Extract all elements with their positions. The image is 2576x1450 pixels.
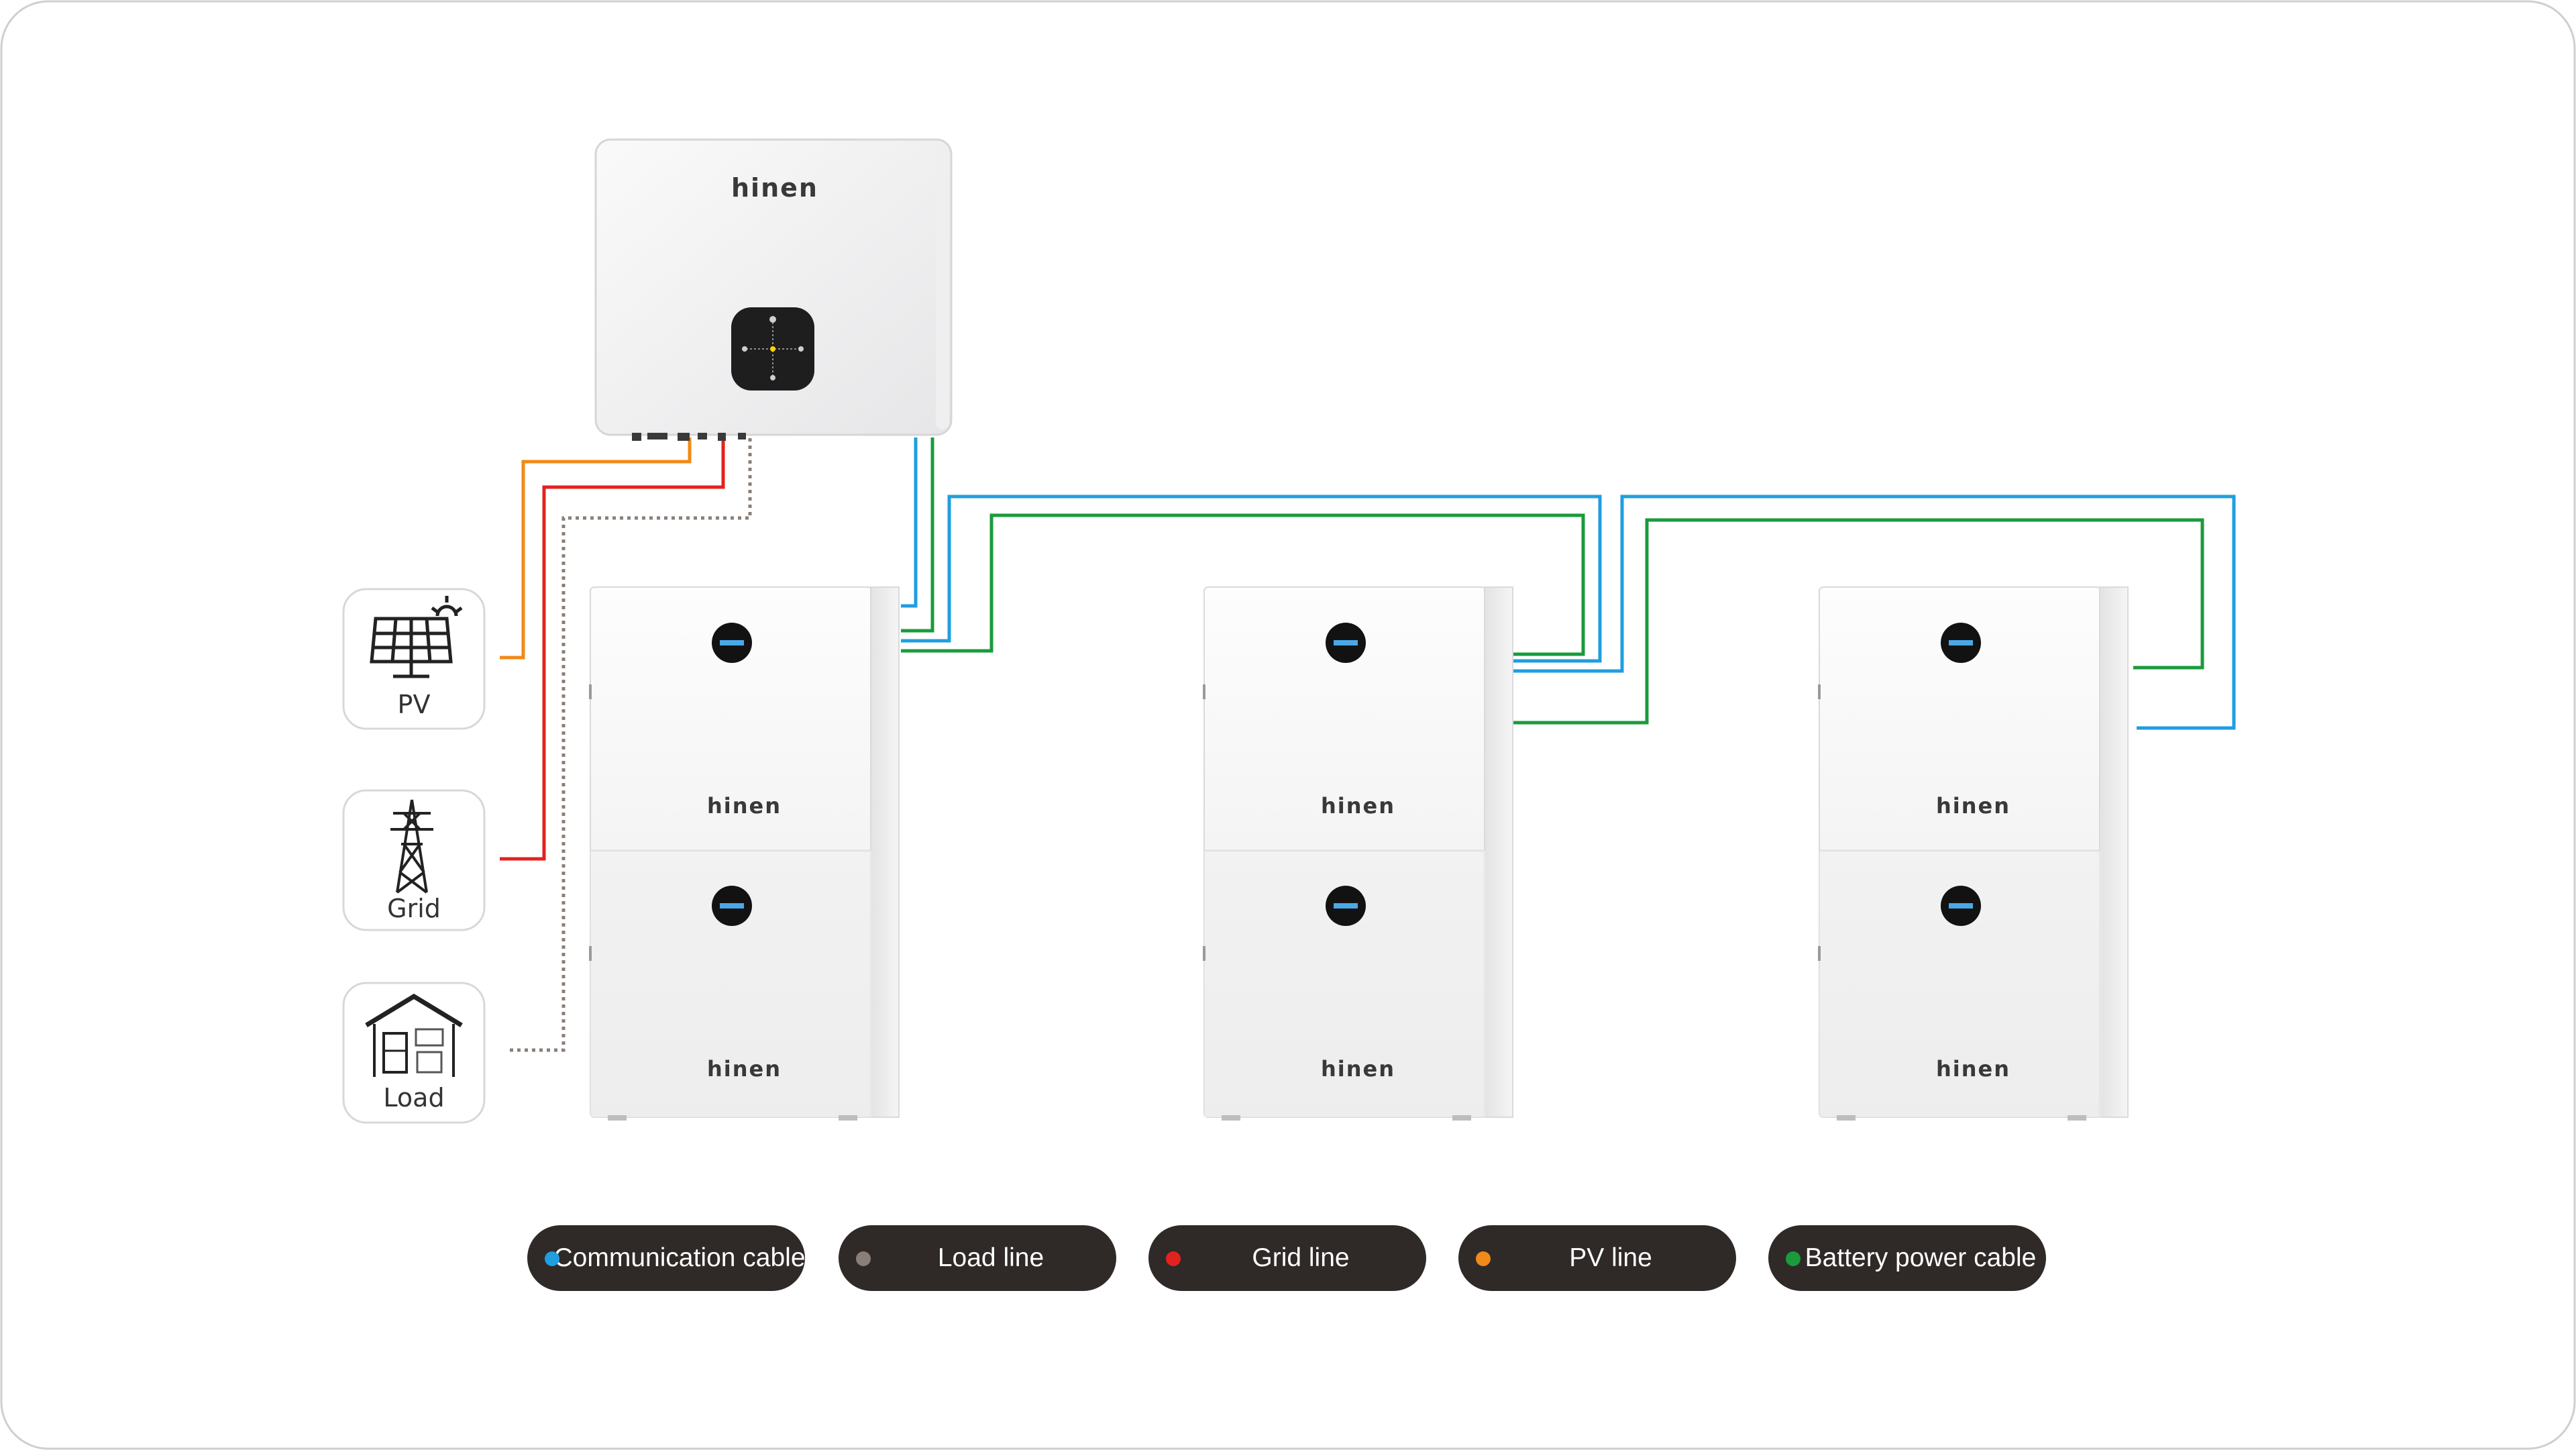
inverter-brand-logo: hinen [731,173,818,203]
legend-label: PV line [1569,1243,1652,1272]
inverter-connectors [632,433,746,441]
inverter [594,138,953,441]
battery-brand-logo: hinen [1321,1056,1396,1082]
battery-brand-logo: hinen [707,793,782,819]
battery-brand-logo: hinen [1936,1056,2011,1082]
solar-panel-icon [370,596,463,678]
grid-label: Grid [387,894,441,923]
legend-dot [1786,1251,1801,1266]
inverter-display [731,307,814,391]
battery-cabinet-3 [1818,586,2129,1121]
battery-brand-logo: hinen [1321,793,1396,819]
house-appliances-icon [365,993,463,1077]
legend-dot [1166,1251,1181,1266]
pv-label: PV [397,690,431,719]
battery-cabinet-2 [1203,586,1513,1121]
battery-cabinet-1 [589,586,900,1121]
power-cable-b2-b3 [1511,518,2204,725]
pv-line [500,437,692,660]
load-source [342,982,486,1124]
legend-label: Battery power cable [1805,1243,2037,1272]
power-cable-b1-b2 [901,513,1585,656]
legend-battery-power-cable: Battery power cable [1768,1225,2046,1291]
legend-label: Communication cable [553,1243,806,1272]
wires [500,437,2236,1052]
legend-dot [545,1251,559,1266]
legend-load-line: Load line [839,1225,1116,1291]
comm-cable-b1-b2 [901,495,1602,663]
load-label: Load [383,1083,445,1112]
pv-source [342,588,486,730]
grid-source [342,789,486,931]
comm-cable-inverter [901,437,918,608]
legend-pv-line: PV line [1458,1225,1736,1291]
battery-brand-logo: hinen [707,1056,782,1082]
legend-dot [1476,1251,1491,1266]
transmission-tower-icon [390,799,433,894]
legend-grid-line: Grid line [1148,1225,1426,1291]
comm-cable-b2-b3 [1511,495,2236,730]
legend-communication-cable: Communication cable [527,1225,806,1291]
legend-dot [856,1251,871,1266]
power-cable-inverter [901,437,934,633]
legend-label: Grid line [1252,1243,1350,1272]
load-line [510,437,752,1052]
battery-brand-logo: hinen [1936,793,2011,819]
legend-label: Load line [937,1243,1044,1272]
grid-line [500,437,725,861]
